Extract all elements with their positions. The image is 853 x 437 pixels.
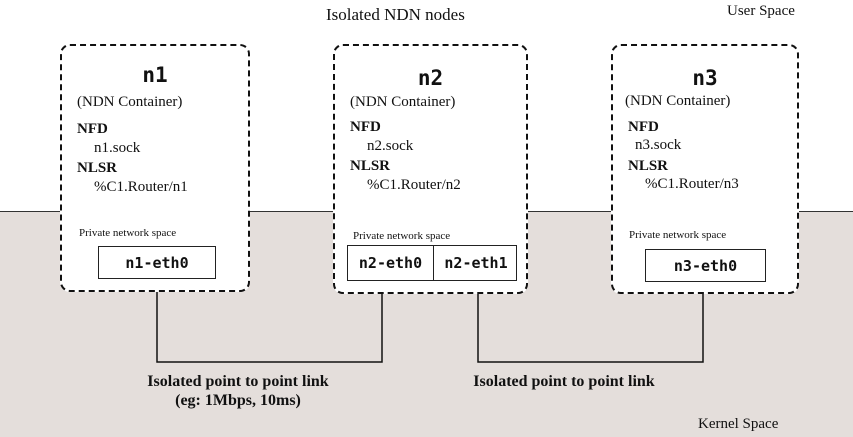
nfd-value: n3.sock	[635, 137, 682, 153]
link-label-detail: (eg: 1Mbps, 10ms)	[175, 392, 301, 409]
link-label-text: Isolated point to point link	[473, 373, 655, 390]
interface-n2-eth1: n2-eth1	[444, 254, 508, 272]
user-space-label: User Space	[727, 3, 795, 19]
node-n2: n2 (NDN Container) NFD n2.sock NLSR %C1.…	[333, 44, 528, 294]
nfd-value: n1.sock	[94, 140, 141, 156]
interface-n3-eth0: n3-eth0	[673, 256, 738, 275]
private-network-space-label: Private network space	[79, 227, 177, 239]
nfd-label: NFD	[628, 119, 659, 135]
link-label-text: Isolated point to point link	[147, 373, 329, 390]
interface-n2-eth0: n2-eth0	[358, 254, 423, 272]
nlsr-label: NLSR	[350, 158, 391, 174]
node-subtitle: (NDN Container)	[77, 94, 183, 110]
interface-box: n2-eth0 n2-eth1	[347, 245, 517, 281]
link-wire-n1-n2	[156, 277, 383, 363]
nlsr-label: NLSR	[77, 160, 118, 176]
nfd-label: NFD	[350, 119, 381, 135]
private-network-space-label: Private network space	[629, 229, 727, 241]
interface-box: n1-eth0	[98, 246, 216, 279]
nlsr-value: %C1.Router/n1	[94, 179, 188, 195]
interface-box: n3-eth0	[645, 249, 766, 282]
link-wire-n2-n3	[477, 277, 704, 363]
link-label-n1-n2: Isolated point to point link (eg: 1Mbps,…	[128, 373, 348, 410]
link-label-n2-n3: Isolated point to point link	[454, 373, 674, 391]
node-subtitle: (NDN Container)	[350, 94, 456, 110]
diagram-title: Isolated NDN nodes	[326, 5, 465, 24]
interface-divider	[433, 246, 434, 280]
node-n1: n1 (NDN Container) NFD n1.sock NLSR %C1.…	[60, 44, 250, 292]
nlsr-value: %C1.Router/n3	[645, 176, 739, 192]
kernel-space-label: Kernel Space	[698, 416, 779, 432]
node-name: n3	[692, 66, 718, 90]
nlsr-label: NLSR	[628, 158, 669, 174]
nfd-label: NFD	[77, 121, 108, 137]
node-name: n1	[142, 63, 168, 87]
private-network-space-label: Private network space	[353, 230, 451, 242]
node-subtitle: (NDN Container)	[625, 93, 731, 109]
node-n3: n3 (NDN Container) NFD n3.sock NLSR %C1.…	[611, 44, 799, 294]
node-name: n2	[417, 66, 444, 90]
interface-n1-eth0: n1-eth0	[125, 253, 189, 272]
nlsr-value: %C1.Router/n2	[367, 177, 461, 193]
nfd-value: n2.sock	[367, 138, 414, 154]
